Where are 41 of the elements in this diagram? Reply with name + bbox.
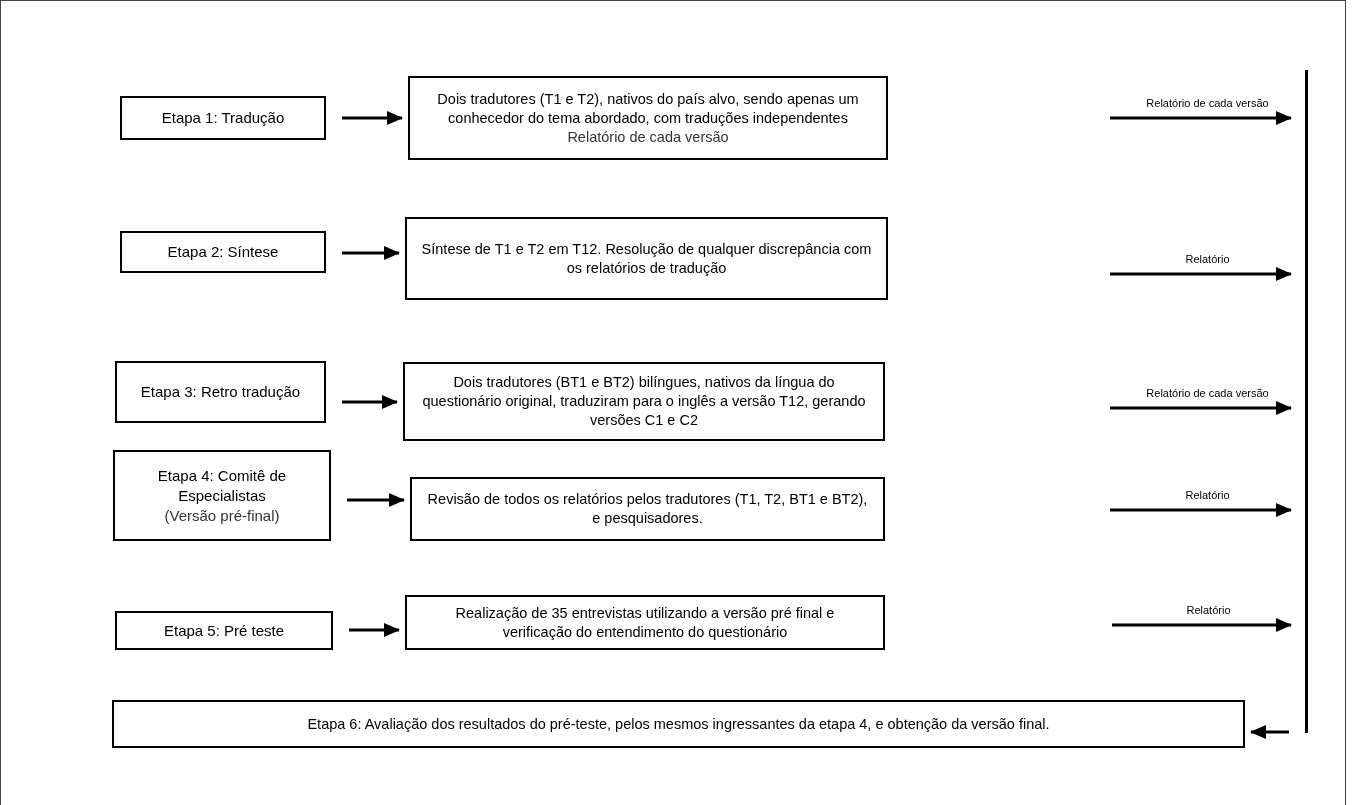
arrow [1110,401,1292,415]
box-text: Dois tradutores (T1 e T2), nativos do país alvo, sendo apenas um conhecedor do tema abordado, com traduções independentes [436,89,860,128]
arrow [1250,725,1289,739]
process-box [112,700,1245,748]
process-box [120,231,326,273]
process-box [408,76,888,160]
box-text: Etapa 5: Pré teste [163,620,285,641]
arrow [1110,503,1292,517]
box-text: Etapa 3: Retro tradução [140,382,301,402]
process-box [403,362,885,441]
vertical-bar [1305,70,1308,733]
edge-label: Relatório [1183,254,1232,265]
box-text: Revisão de todos os relatórios pelos tradutores (T1, T2, BT1 e BT2), e pesquisadores. [426,490,869,528]
edge-label: Relatório de cada versão [1144,388,1271,399]
box-subtext: (Versão pré-final) [164,505,280,526]
arrow [349,623,400,637]
box-text: Etapa 1: Tradução [161,108,285,128]
arrow [342,246,400,260]
arrow [347,493,405,507]
box-text: Dois tradutores (BT1 e BT2) bilíngues, nativos da língua do questionário original, traduziram para o inglês a versão T12, gerando versões C1 e C2 [421,373,867,430]
process-box [113,450,331,541]
box-text: Síntese de T1 e T2 em T12. Resolução de qualquer discrepância com os relatórios de tradução [420,239,873,278]
edge-label: Relatório de cada versão [1144,98,1271,109]
edge-label: Relatório [1184,605,1233,616]
process-box [115,361,326,423]
box-text: Realização de 35 entrevistas utilizando a versão pré final e verificação do entendimento do questionário [454,603,836,642]
process-box [405,217,888,300]
arrow [1110,111,1292,125]
arrow [1112,618,1292,632]
process-box [410,477,885,541]
box-text: Etapa 4: Comitê de Especialistas [156,465,288,506]
process-box [405,595,885,650]
box-text: Etapa 2: Síntese [167,242,279,262]
box-text: Etapa 6: Avaliação dos resultados do pré-teste, pelos mesmos ingressantes da etapa 4, e obtenção da versão final. [307,714,1050,734]
edge-label: Relatório [1183,490,1232,501]
process-box [115,611,333,650]
process-box [120,96,326,140]
box-subtext: Relatório de cada versão [567,127,729,147]
arrow [342,111,403,125]
arrow [342,395,398,409]
arrow [1110,267,1292,281]
